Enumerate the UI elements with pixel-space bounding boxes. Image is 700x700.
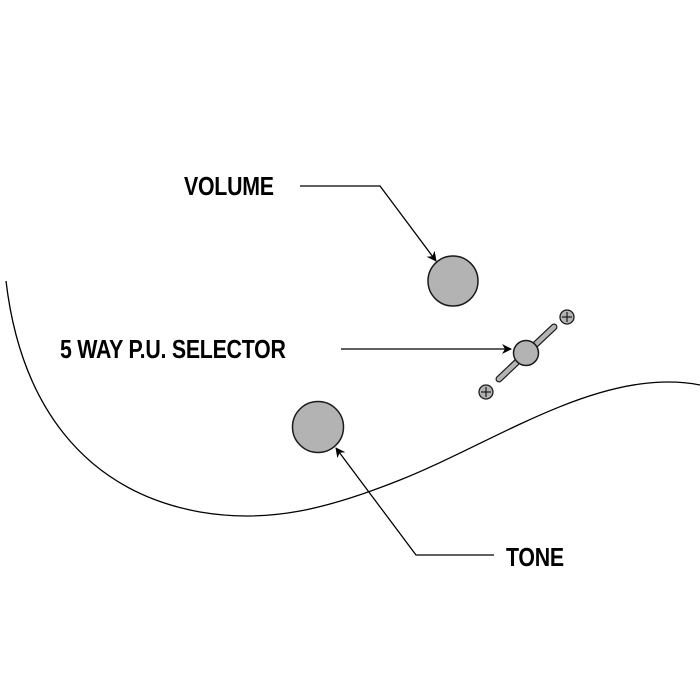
tone-leader-arrow [335, 447, 494, 556]
volume-label: VOLUME [184, 171, 274, 201]
selector-knob [512, 339, 540, 367]
screw-icon [478, 384, 494, 400]
selector-switch [478, 309, 575, 400]
tone-label: TONE [506, 542, 564, 572]
volume-knob [427, 255, 479, 307]
volume-leader-arrow [300, 185, 437, 262]
tone-knob [291, 400, 345, 454]
screw-icon [559, 309, 575, 325]
selector-label: 5 WAY P.U. SELECTOR [60, 334, 286, 364]
guitar-body-outline [5, 280, 700, 517]
